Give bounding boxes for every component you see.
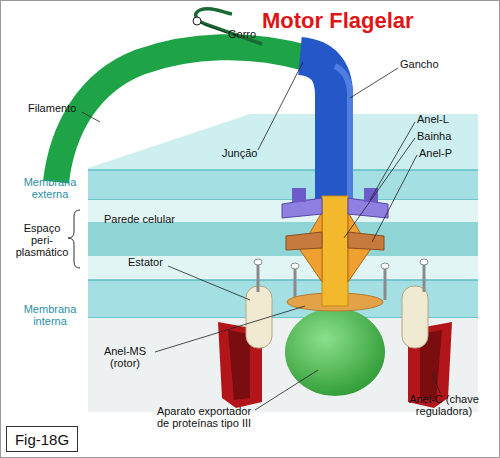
part-label: Anel-C (chave reguladora): [392, 393, 496, 417]
p-ring: [286, 232, 384, 250]
part-label: Gorro: [228, 28, 288, 40]
hook: [300, 56, 334, 205]
stator: [402, 286, 428, 348]
l-ring-block: [292, 188, 306, 202]
part-label: Membrana externa: [20, 176, 80, 200]
part-label: Gancho: [400, 58, 470, 70]
bracket: [68, 210, 80, 268]
figure-number: Fig-18G: [15, 431, 69, 448]
cell-envelope: [80, 110, 480, 413]
export-apparatus: [285, 308, 385, 396]
cap: [193, 17, 201, 25]
leader-lines: [82, 23, 440, 410]
part-label: Aparato exportador de proteínas tipo III: [152, 405, 256, 429]
rod: [322, 196, 348, 306]
title: Motor Flagelar: [262, 8, 414, 34]
part-label: Espaço peri- plasmático: [14, 222, 70, 258]
part-label: Membrana interna: [20, 303, 80, 327]
part-label: Filamento: [28, 102, 98, 114]
part-label: Anel-L: [417, 113, 477, 125]
part-label: Anel-P: [419, 147, 479, 159]
part-label: Parede celular: [104, 213, 194, 225]
figure-tag: Fig-18G: [6, 426, 78, 452]
part-label: Bainha: [417, 130, 477, 142]
part-label: Junção: [222, 147, 282, 159]
part-label: Estator: [128, 256, 188, 268]
hook-highlight: [335, 66, 350, 200]
filament: [56, 47, 306, 182]
part-label: Anel-MS (rotor): [94, 345, 156, 369]
